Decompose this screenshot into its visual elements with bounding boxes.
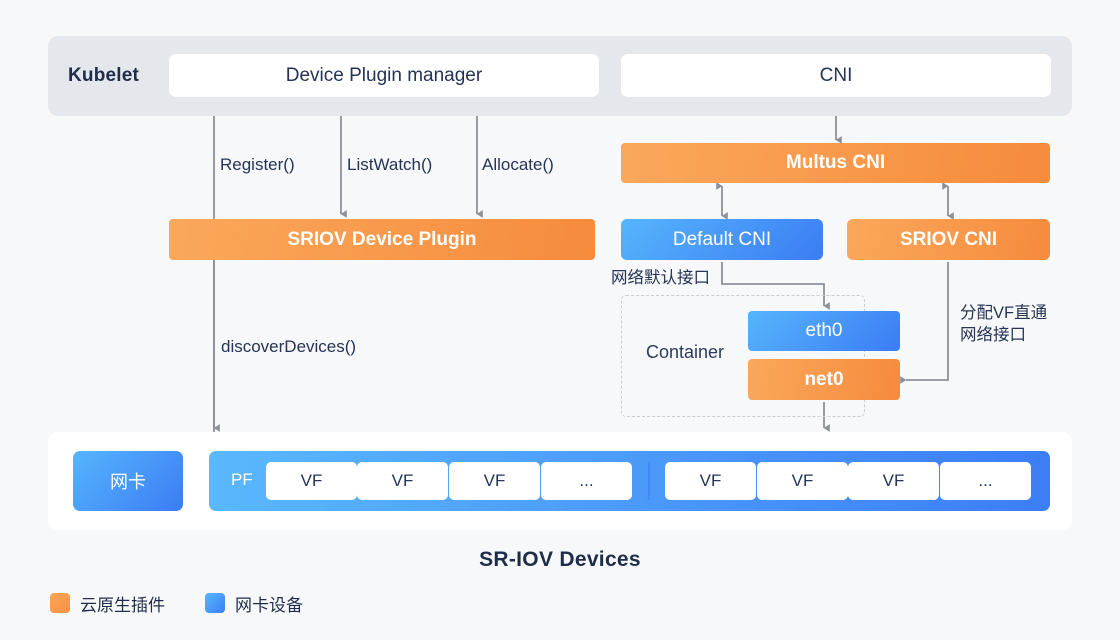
device-plugin-manager-box[interactable]: Device Plugin manager (169, 54, 599, 97)
eth0-box[interactable]: eth0 (748, 311, 900, 351)
sriov-device-plugin-box[interactable]: SRIOV Device Plugin (169, 219, 595, 260)
container-label: Container (645, 341, 725, 362)
vf-chip[interactable]: VF (357, 462, 448, 500)
pf-label: PF (231, 470, 253, 489)
legend-label: 云原生插件 (80, 595, 165, 615)
multus-cni-box[interactable]: Multus CNI (621, 143, 1050, 183)
net0-box[interactable]: net0 (748, 359, 900, 400)
kubelet-label: Kubelet (68, 65, 140, 86)
sriov-cni-box[interactable]: SRIOV CNI (847, 219, 1050, 260)
vf-chip[interactable]: VF (848, 462, 939, 500)
legend: 云原生插件 网卡设备 (50, 590, 329, 616)
legend-swatch-orange (50, 593, 70, 613)
label-vf-passthrough-line1: 分配VF直通 (960, 304, 1048, 322)
vf-chip[interactable]: VF (665, 462, 756, 500)
vf-group-separator (648, 462, 650, 500)
label-discover-devices: discoverDevices() (221, 337, 357, 356)
legend-swatch-blue (205, 593, 225, 613)
label-default-interface: 网络默认接口 (611, 269, 710, 287)
arrow-sriov-cni-net0 (900, 262, 949, 384)
page-title: SR-IOV Devices (479, 548, 641, 571)
label-allocate: Allocate() (482, 155, 554, 174)
legend-label: 网卡设备 (235, 595, 303, 615)
vf-chip[interactable]: VF (757, 462, 848, 500)
legend-item: 网卡设备 (205, 591, 303, 616)
vf-chip[interactable]: ... (940, 462, 1031, 500)
vf-chip[interactable]: VF (266, 462, 357, 500)
nic-box[interactable]: 网卡 (73, 451, 183, 511)
vf-chip[interactable]: VF (449, 462, 540, 500)
label-register: Register() (220, 155, 295, 174)
container-dashed-border (621, 295, 865, 417)
vf-chip[interactable]: ... (541, 462, 632, 500)
default-cni-box[interactable]: Default CNI (621, 219, 823, 260)
cni-box[interactable]: CNI (621, 54, 1051, 97)
label-listwatch: ListWatch() (347, 155, 433, 174)
label-vf-passthrough-line2: 网络接口 (960, 326, 1026, 344)
legend-item: 云原生插件 (50, 591, 165, 616)
